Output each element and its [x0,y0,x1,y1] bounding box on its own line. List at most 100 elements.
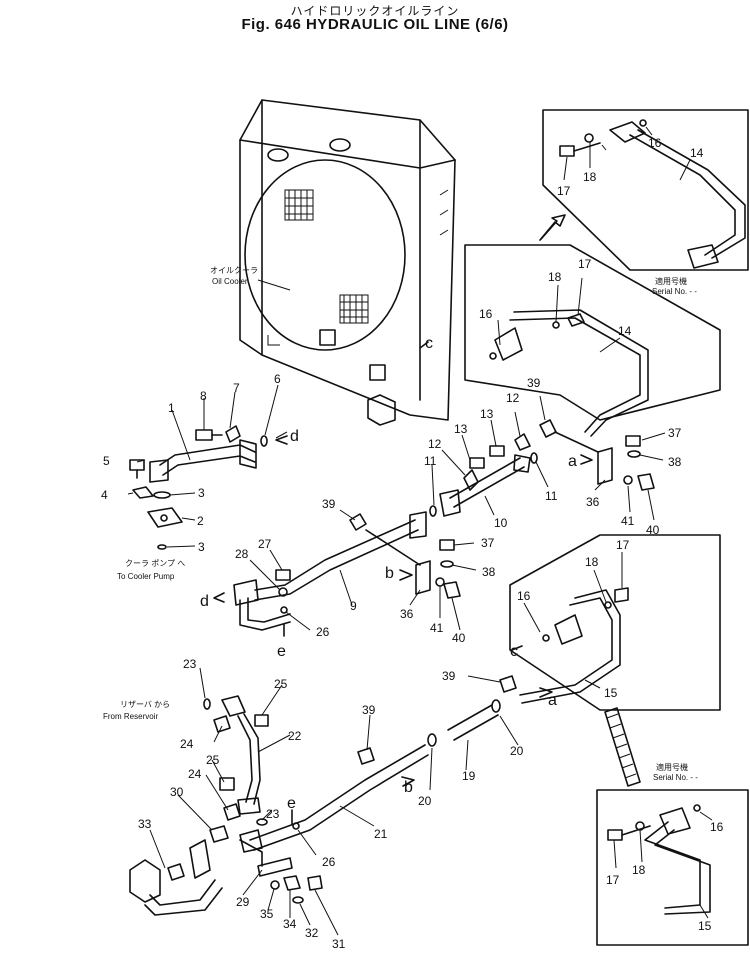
letter-e-upper: e [277,643,286,660]
direction-arrows [213,341,593,825]
callout-25a: 25 [274,677,288,691]
callout-18a: 18 [548,270,562,284]
callout-5: 5 [103,454,110,468]
callout-18d: 18 [632,863,646,877]
callout-11b: 11 [545,489,558,503]
letter-a-upper: a [568,453,577,470]
callout-6: 6 [274,372,281,386]
callout-16d: 16 [710,820,724,834]
callout-8: 8 [200,389,207,403]
callout-29: 29 [236,895,250,909]
callout-37a: 37 [668,426,682,440]
connection-letters: a a b b c c d d e e [200,335,577,812]
callout-17d: 17 [606,873,620,887]
callout-22: 22 [288,729,302,743]
callout-38b: 38 [482,565,496,579]
title-japanese: ハイドロリックオイルライン [290,4,460,18]
reservoir-label-jp: リザーバ から [120,700,170,709]
callout-20b: 20 [510,744,524,758]
pipe-10 [429,433,538,517]
letter-b-lower: b [404,779,413,796]
callout-14a: 14 [618,324,632,338]
figure-title: Fig. 646 HYDRAULIC OIL LINE (6/6) [241,16,509,33]
callout-34: 34 [283,917,297,931]
callout-26a: 26 [316,625,330,639]
oil-cooler [239,99,456,426]
callout-17a: 17 [578,257,592,271]
letter-c-upper: c [425,335,433,352]
callout-27: 27 [258,537,272,551]
callout-18b: 18 [583,170,597,184]
callout-23a: 23 [183,657,197,671]
callout-40b: 40 [452,631,466,645]
inset-pipe-15 [596,789,749,946]
callout-12b: 12 [506,391,520,405]
leader-lines [127,126,713,936]
callout-36b: 36 [400,607,414,621]
callout-32: 32 [305,926,319,940]
pipe-33-assembly [129,825,323,916]
callout-21: 21 [374,827,388,841]
callout-40a: 40 [646,523,660,537]
callout-35: 35 [260,907,274,921]
callout-17b: 17 [557,184,571,198]
letter-b-upper: b [385,565,394,582]
callout-31: 31 [332,937,346,951]
callout-13b: 13 [480,407,494,421]
callout-26b: 26 [322,855,336,869]
cooler-pump-label: To Cooler Pump [117,572,175,581]
serial-note-bottom: Serial No. - - [653,773,698,782]
callout-30: 30 [170,785,184,799]
serial-note-jp-top: 適用号機 [655,276,687,286]
callout-25b: 25 [206,753,220,767]
callout-39c: 39 [442,669,456,683]
callout-16a: 16 [479,307,493,321]
callout-17c: 17 [616,538,630,552]
callout-15a: 15 [604,686,618,700]
pipe-22 [203,695,269,826]
oil-cooler-label-jp: オイルクーラ [210,266,258,275]
letter-d-upper: d [290,428,299,445]
callout-7: 7 [233,381,240,395]
callout-24b: 24 [188,767,202,781]
callout-16b: 16 [648,136,662,150]
callout-38a: 38 [668,455,682,469]
callout-numbers: 1 2 3 3 4 5 6 7 8 9 10 11 11 12 12 13 13… [101,136,724,951]
callout-28: 28 [235,547,249,561]
hatched-arrow-connector [604,707,641,787]
reservoir-label: From Reservoir [103,712,158,721]
callout-41b: 41 [430,621,444,635]
callout-19: 19 [462,769,476,783]
callout-41a: 41 [621,514,635,528]
pipe-14-assembly [464,244,721,437]
callout-11a: 11 [424,454,437,468]
callout-3b: 3 [198,540,205,554]
bracket-36-upper [539,419,655,491]
callout-20a: 20 [418,794,432,808]
pipe-9 [233,511,461,631]
callout-16c: 16 [517,589,531,603]
callout-39d: 39 [362,703,376,717]
callout-13a: 13 [454,422,468,436]
pipe-15-upper-assembly [499,534,721,711]
letter-a-lower: a [548,692,557,709]
callout-24a: 24 [180,737,194,751]
cooler-pump-label-jp: クーラ ポンプ へ [125,559,185,568]
callout-39b: 39 [322,497,336,511]
callout-10: 10 [494,516,508,530]
callout-12a: 12 [428,437,442,451]
callout-3a: 3 [198,486,205,500]
pipe-21 [239,744,429,853]
callout-15b: 15 [698,919,712,933]
callout-39a: 39 [527,376,541,390]
callout-33: 33 [138,817,152,831]
pipe-19 [427,699,501,747]
serial-note-jp-bottom: 適用号機 [656,762,688,772]
inset-pipe-14 [539,109,749,271]
callout-37b: 37 [481,536,495,550]
callout-36a: 36 [586,495,600,509]
oil-cooler-label: Oil Cooler [212,277,248,286]
serial-note-top: Serial No. - - [652,287,697,296]
callout-2: 2 [197,514,204,528]
letter-c-lower: c [510,643,518,660]
